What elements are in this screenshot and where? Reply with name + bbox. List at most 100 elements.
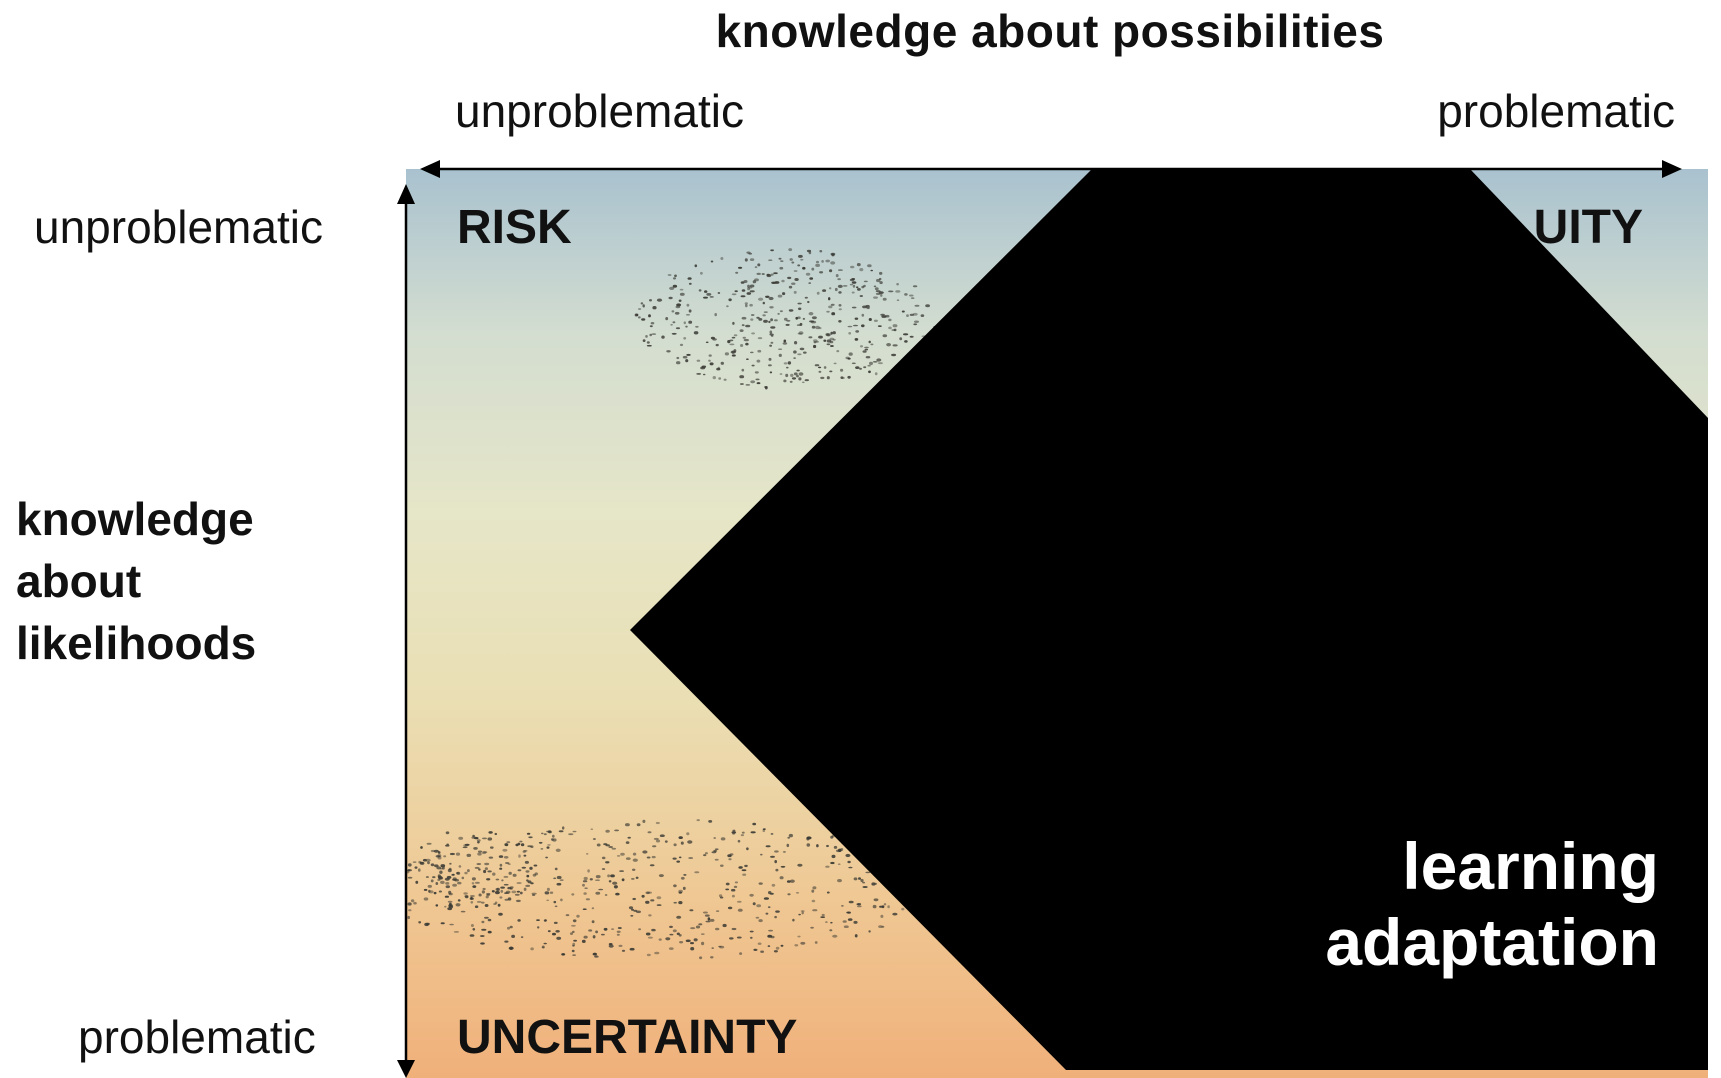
bird [787,361,792,365]
bird [650,322,655,325]
bird [861,313,865,317]
bird [777,312,780,315]
bird [780,944,784,947]
bird [512,873,517,877]
bird [741,289,746,292]
bird [756,904,762,908]
bird [773,272,778,275]
bird [647,936,653,939]
bird [757,349,762,353]
bird [830,261,836,265]
bird [415,880,419,884]
bird [531,892,537,895]
bird [632,868,636,871]
bird [791,282,796,285]
bird [840,377,845,379]
bird [732,831,735,835]
bird [783,379,787,383]
bird [544,891,550,895]
x-axis-high-label: problematic [1437,85,1675,137]
bird [433,849,439,853]
bird [438,890,442,893]
bird [779,373,783,375]
bird [640,302,644,305]
bird [407,915,410,920]
bird [763,311,768,313]
bird [758,318,763,321]
bird [613,885,618,889]
bird [833,362,837,365]
bird [646,856,651,859]
overlay-text: learning adaptation [1325,828,1659,980]
bird [734,881,738,884]
bird [556,875,562,880]
bird [812,886,817,890]
bird [863,280,868,283]
y-axis-arrowhead-bottom [397,1060,415,1078]
bird [762,301,765,305]
bird [819,250,823,253]
bird [726,305,729,308]
bird [552,932,556,936]
bird [859,295,863,297]
bird [765,295,770,298]
bird [828,305,833,309]
bird [791,377,797,380]
bird [679,343,684,347]
bird [744,864,748,868]
bird [720,864,724,867]
bird [756,316,760,319]
bird [876,358,882,362]
bird [910,297,915,299]
bird [543,833,547,836]
bird [768,320,771,324]
bird [750,380,756,384]
bird [481,851,487,855]
bird [920,314,925,317]
bird [588,929,593,932]
bird [725,888,730,891]
bird [487,930,492,934]
bird [763,897,769,900]
bird [674,274,677,278]
bird [491,890,495,893]
bird [716,367,721,371]
y-axis-title-line: knowledge [16,493,254,545]
bird [768,357,772,361]
bird [572,942,576,947]
bird [595,875,601,879]
bird [746,358,749,360]
bird [676,915,682,919]
bird [774,319,778,322]
bird [665,937,671,941]
bird [788,248,793,252]
bird [800,258,804,261]
bird [455,903,461,907]
bird [717,292,721,294]
bird [688,282,692,285]
bird [632,858,638,862]
bird [855,366,860,369]
bird [418,860,422,864]
bird [671,310,675,313]
bird [636,823,641,827]
bird [610,874,615,878]
bird [729,339,734,342]
bird [729,937,734,940]
bird [693,938,698,942]
bird [720,361,724,365]
bird [703,854,707,857]
bird [785,373,789,378]
bird [707,917,711,921]
bird [873,319,878,322]
bird [779,266,784,270]
bird [909,335,913,338]
bird [487,837,493,841]
bird [509,887,513,890]
bird [482,887,486,891]
bird [745,324,751,328]
bird [888,318,892,322]
bird [526,874,530,878]
bird [504,843,509,847]
bird [647,891,652,894]
